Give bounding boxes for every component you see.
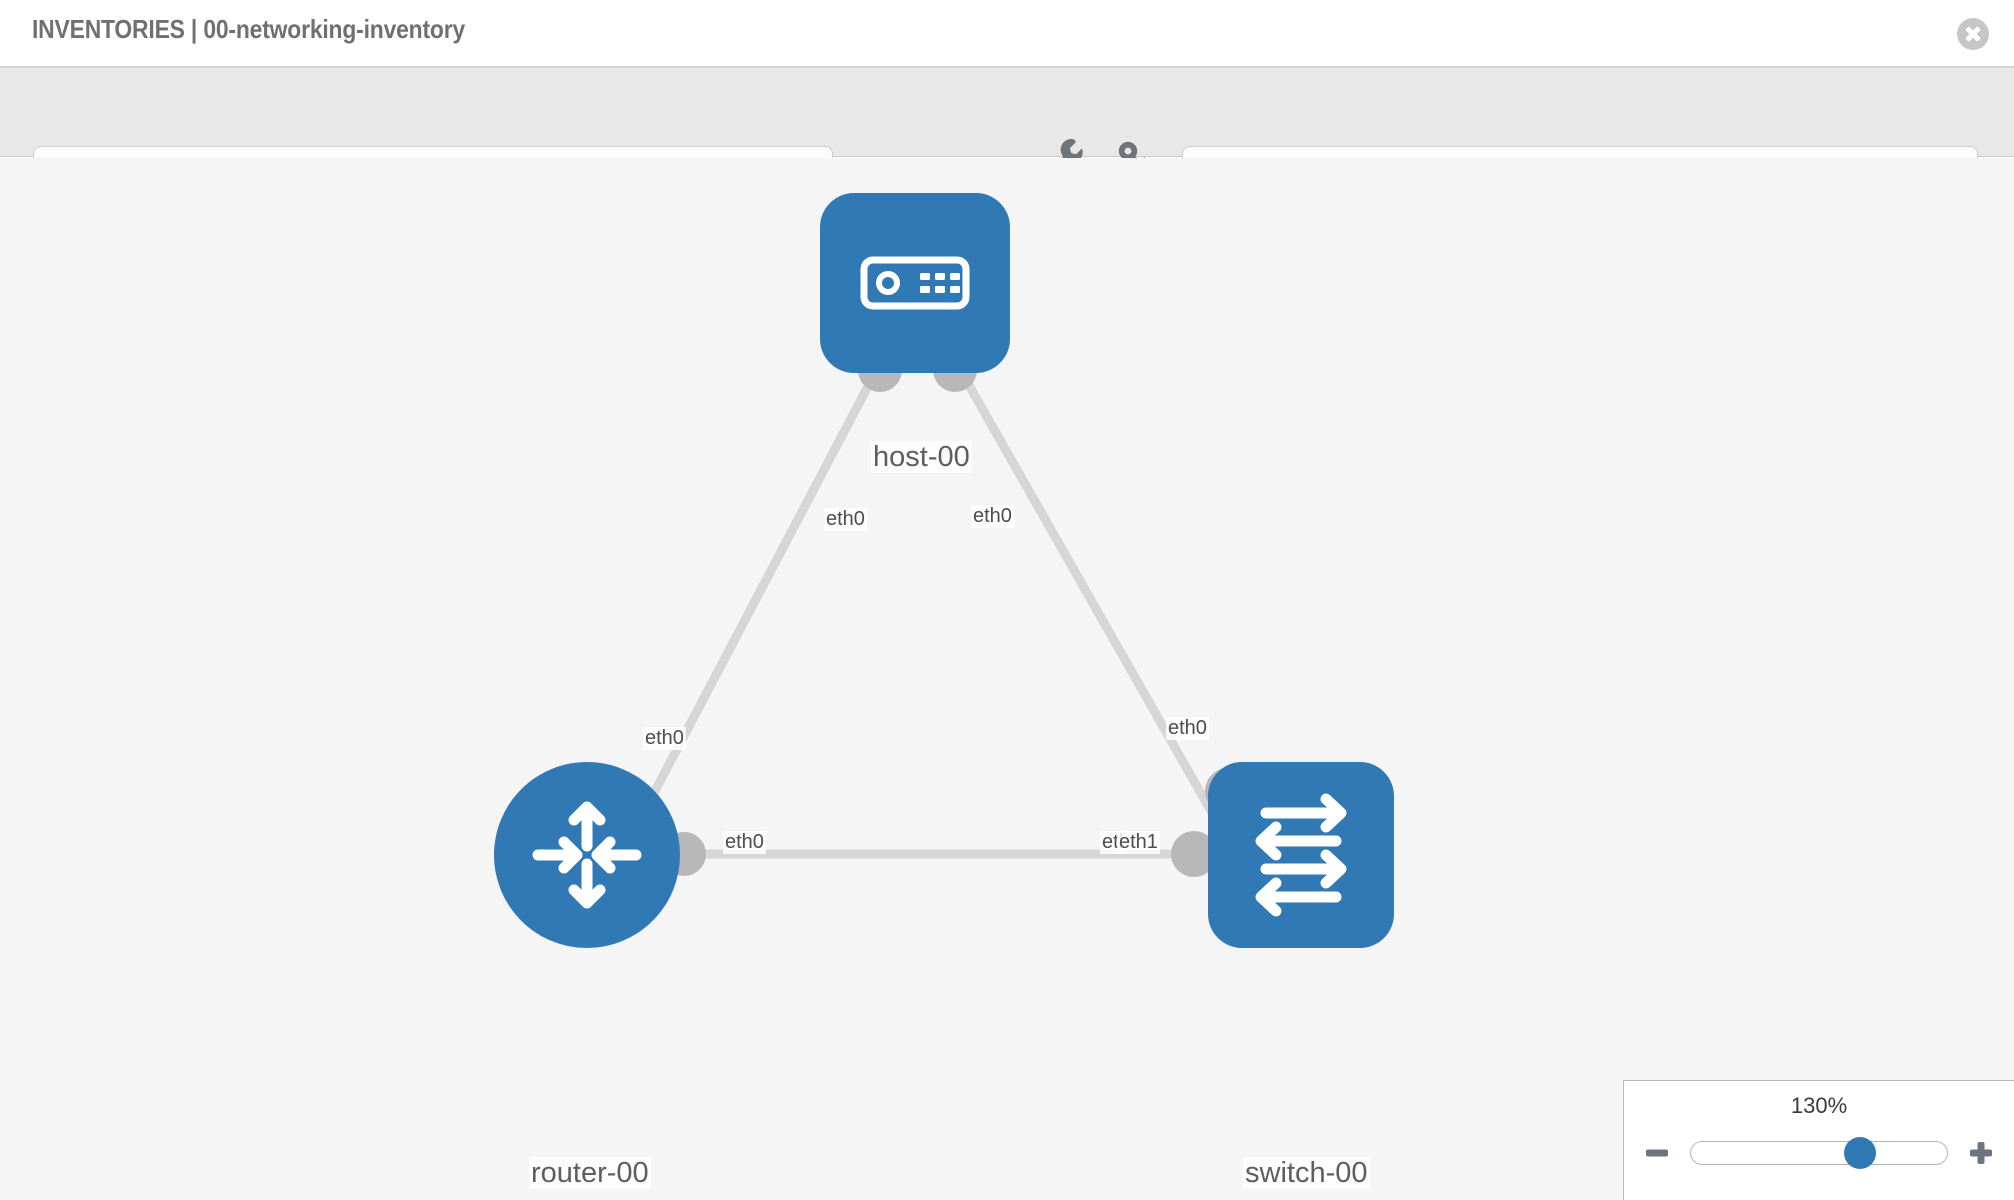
edge-label-router-top: eth0 [643, 727, 686, 750]
connector-switch-left [1171, 831, 1217, 877]
zoom-out-button[interactable] [1642, 1138, 1672, 1168]
edge-host-switch [957, 368, 1237, 853]
server-icon [860, 256, 970, 310]
page-title: INVENTORIES | 00-networking-inventory [32, 14, 466, 44]
node-host-00[interactable] [820, 193, 1010, 373]
edge-label-host-left: eth0 [824, 508, 867, 531]
switch-arrows-icon [1255, 793, 1347, 917]
zoom-slider-track[interactable] [1690, 1137, 1948, 1169]
zoom-slider-row [1624, 1131, 2014, 1175]
edge-host-router [620, 368, 880, 853]
edge-label-router-right: eth0 [723, 831, 766, 854]
close-icon[interactable] [1957, 18, 1989, 50]
zoom-slider-thumb[interactable] [1843, 1137, 1876, 1169]
switch-node-shape[interactable] [1208, 762, 1394, 948]
node-label-switch-00: switch-00 [1243, 1157, 1370, 1190]
node-router-00[interactable] [494, 762, 680, 948]
zoom-level-value: 130% [1790, 1093, 1848, 1118]
router-arrows-icon [532, 801, 642, 909]
node-label-router-00: router-00 [529, 1157, 651, 1190]
zoom-in-button[interactable] [1966, 1138, 1996, 1168]
edge-label-switch-left: eth1 [1117, 831, 1160, 854]
host-node-shape[interactable] [820, 193, 1010, 373]
router-node-shape[interactable] [494, 762, 680, 948]
edge-label-switch-top: eth0 [1166, 717, 1209, 740]
zoom-control-panel: 130% [1623, 1080, 2014, 1200]
node-label-host-00: host-00 [871, 441, 972, 474]
edge-label-host-right: eth0 [971, 505, 1014, 528]
topology-canvas[interactable]: eth0 eth0 eth0 eth0 eth0 etl eth1 host-0… [0, 158, 2014, 1200]
node-switch-00[interactable] [1208, 762, 1394, 948]
toolbar: ACTIONS SEARCH [0, 68, 2014, 202]
edge-group [620, 368, 1237, 859]
page-header: INVENTORIES | 00-networking-inventory [0, 0, 2014, 68]
